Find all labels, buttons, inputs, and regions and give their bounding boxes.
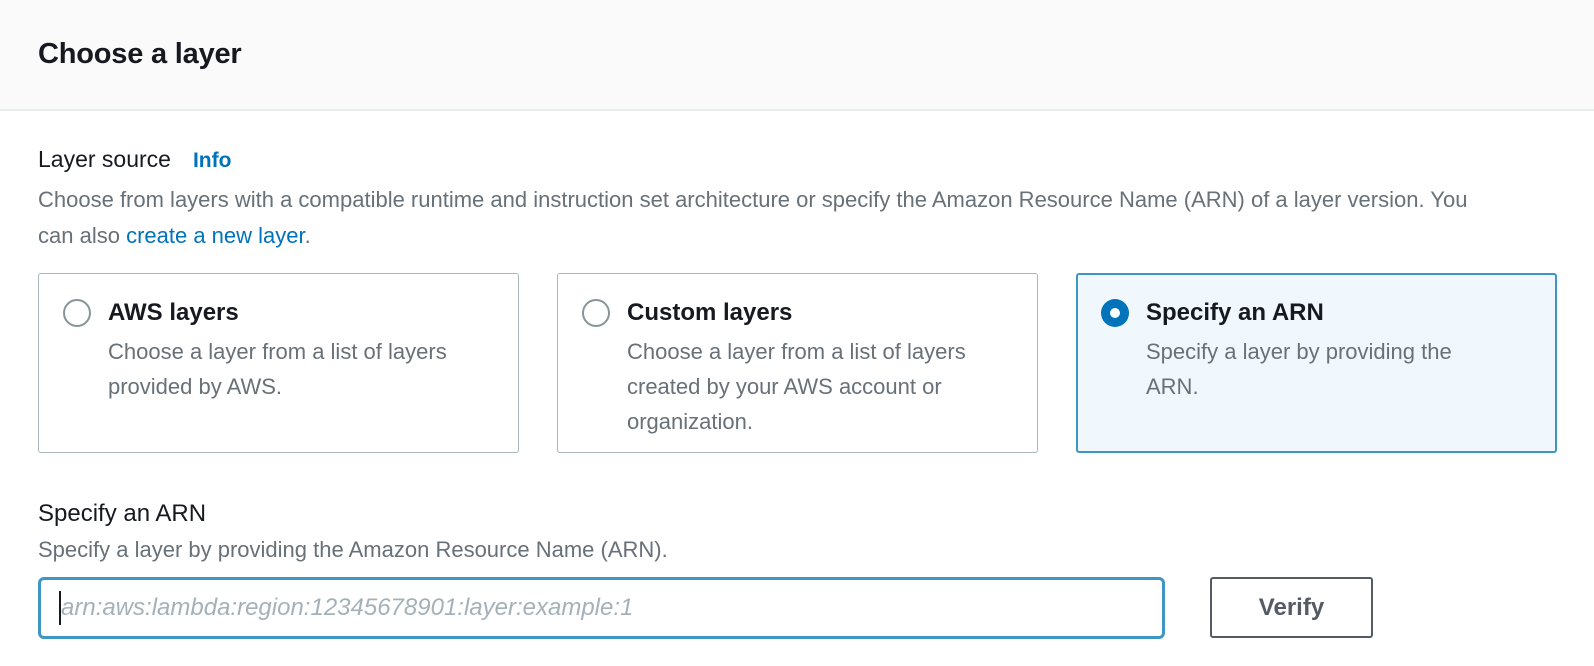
layer-source-header: Layer source Info	[38, 146, 1557, 173]
layer-source-tiles: AWS layers Choose a layer from a list of…	[38, 273, 1557, 453]
layer-source-label: Layer source	[38, 146, 171, 172]
verify-button[interactable]: Verify	[1210, 577, 1373, 638]
layer-source-description-period: .	[304, 223, 311, 248]
tile-title: Specify an ARN	[1146, 299, 1324, 326]
create-new-layer-link[interactable]: create a new layer	[126, 223, 305, 248]
tile-body: Specify an ARN Specify a layer by provid…	[1146, 295, 1491, 404]
radio-custom-layers[interactable]	[582, 299, 610, 327]
info-link[interactable]: Info	[192, 149, 232, 172]
tile-body: Custom layers Choose a layer from a list…	[627, 295, 972, 439]
tile-title: Custom layers	[627, 299, 793, 326]
specify-arn-section: Specify an ARN Specify a layer by provid…	[38, 500, 1557, 639]
layer-source-description: Choose from layers with a compatible run…	[38, 182, 1508, 254]
specify-arn-label: Specify an ARN	[38, 500, 207, 527]
tile-description: Choose a layer from a list of layers pro…	[108, 339, 447, 399]
tile-specify-arn[interactable]: Specify an ARN Specify a layer by provid…	[1076, 273, 1557, 453]
tile-aws-layers[interactable]: AWS layers Choose a layer from a list of…	[38, 273, 519, 453]
specify-arn-description: Specify a layer by providing the Amazon …	[38, 537, 668, 562]
tile-custom-layers[interactable]: Custom layers Choose a layer from a list…	[557, 273, 1038, 453]
page-title: Choose a layer	[38, 38, 242, 70]
radio-aws-layers[interactable]	[63, 299, 91, 327]
panel-content: Layer source Info Choose from layers wit…	[0, 146, 1594, 639]
radio-specify-arn[interactable]	[1101, 299, 1129, 327]
tile-title: AWS layers	[108, 299, 239, 326]
radio-dot	[1110, 308, 1120, 318]
tile-description: Choose a layer from a list of layers cre…	[627, 339, 966, 434]
text-cursor	[59, 591, 61, 625]
panel-header: Choose a layer	[0, 0, 1594, 111]
arn-input-wrapper	[38, 577, 1165, 639]
layer-source-description-text: Choose from layers with a compatible run…	[38, 187, 1468, 248]
tile-description: Specify a layer by providing the ARN.	[1146, 339, 1452, 399]
arn-input-row: Verify	[38, 577, 1557, 639]
arn-input[interactable]	[38, 577, 1165, 639]
tile-body: AWS layers Choose a layer from a list of…	[108, 295, 453, 404]
